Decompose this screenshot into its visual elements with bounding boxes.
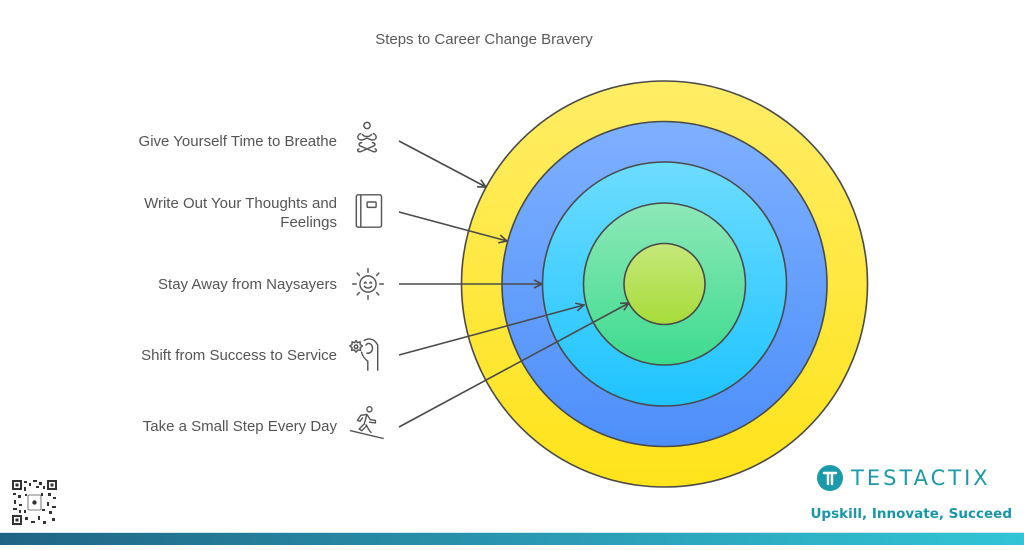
footer-gradient-bar: [0, 532, 1024, 545]
journal-icon: [355, 194, 383, 228]
step-label-5: Take a Small Step Every Day: [143, 417, 337, 436]
step-label-3: Stay Away from Naysayers: [158, 275, 337, 294]
t-glyph-icon: [822, 471, 838, 486]
brand-logo-mark-icon: [817, 465, 843, 491]
walking-uphill-icon: [349, 406, 384, 440]
step-label-4-line-1: Shift from Success to Service: [141, 347, 337, 364]
arrow-step-4: [398, 305, 584, 356]
step-label-5-line-1: Take a Small Step Every Day: [142, 418, 337, 435]
qr-code[interactable]: [12, 480, 57, 525]
arrow-step-5: [398, 303, 629, 428]
arrow-step-1: [398, 140, 486, 187]
arrow-step-2: [398, 211, 507, 241]
smiling-sun-icon: [351, 267, 385, 301]
hand-gear-icon: [349, 338, 379, 371]
step-label-4: Shift from Success to Service: [141, 346, 337, 365]
diagram-title: Steps to Career Change Bravery: [0, 31, 1024, 48]
rings: [460, 80, 869, 488]
diagram-title-text: Steps to Career Change Bravery: [375, 31, 593, 48]
arrows: [398, 140, 629, 428]
step-label-1: Give Yourself Time to Breathe: [139, 132, 337, 151]
step-label-3-line-1: Stay Away from Naysayers: [158, 276, 337, 293]
step-label-2-line-2: Feelings: [280, 214, 337, 231]
brand-logo[interactable]: TESTACTIX: [817, 465, 1017, 493]
step-label-1-line-1: Give Yourself Time to Breathe: [138, 133, 337, 150]
brand-name: TESTACTIX: [851, 466, 991, 490]
step-label-2-line-1: Write Out Your Thoughts and: [144, 195, 337, 212]
meditation-icon: [356, 121, 378, 153]
brand-tagline: Upskill, Innovate, Succeed: [810, 506, 1012, 522]
center-circle: [623, 242, 706, 326]
